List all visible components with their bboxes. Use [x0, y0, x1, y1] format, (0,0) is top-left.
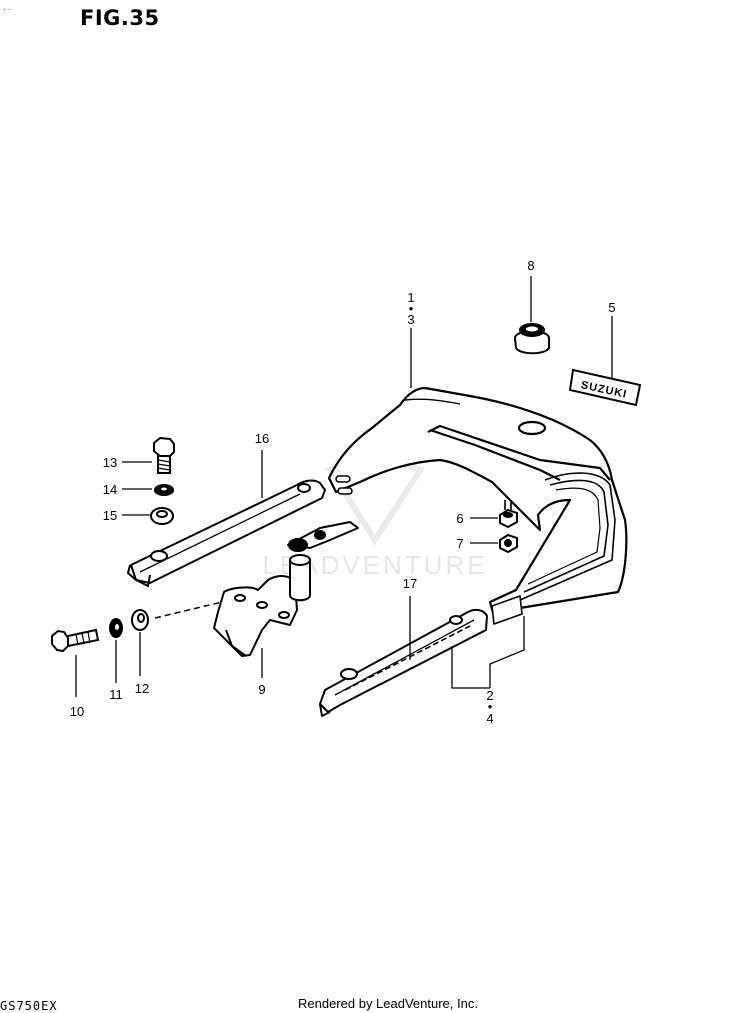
figure-title: FIG.35: [80, 6, 160, 30]
grab-rail[interactable]: [327, 386, 628, 625]
callouts: 1 • 3 2 • 4 5 6 7 8 9 10 11 12 13 14 15 …: [70, 258, 616, 726]
callout-16: 16: [255, 431, 269, 446]
callout-12: 12: [135, 681, 149, 696]
washer-12[interactable]: [131, 609, 149, 631]
callout-8: 8: [527, 258, 534, 273]
callout-11: 11: [109, 687, 123, 702]
bolt-13[interactable]: [153, 436, 175, 474]
callout-4: 4: [486, 711, 493, 726]
grommet[interactable]: [514, 323, 550, 355]
callout-15: 15: [103, 508, 117, 523]
callout-2-4-separator: •: [488, 699, 493, 714]
callout-2: 2: [486, 688, 493, 703]
callout-7: 7: [456, 536, 463, 551]
callout-9: 9: [258, 682, 265, 697]
callout-1: 1: [407, 290, 414, 305]
callout-3: 3: [407, 312, 414, 327]
callout-10: 10: [70, 704, 84, 719]
corner-mark: · ·: [3, 4, 12, 14]
nut-7[interactable]: [499, 533, 518, 554]
footer-credit: Rendered by LeadVenture, Inc.: [298, 996, 478, 1011]
washer-15[interactable]: [150, 507, 174, 525]
callout-6: 6: [456, 511, 463, 526]
leader-lines: [75, 276, 613, 697]
bolt-10[interactable]: [51, 628, 100, 653]
nut-6[interactable]: [499, 500, 518, 529]
callout-13: 13: [103, 455, 117, 470]
callout-14: 14: [103, 482, 117, 497]
footer-model: GS750EX: [0, 999, 58, 1013]
washer-14[interactable]: [154, 484, 174, 496]
callout-1-3-separator: •: [409, 301, 414, 316]
callout-17: 17: [403, 576, 417, 591]
bracket-left[interactable]: [127, 479, 326, 587]
bracket-right[interactable]: [319, 608, 488, 717]
assembly-line: [154, 601, 223, 619]
emblem[interactable]: SUZUKI: [568, 368, 642, 407]
lock-bracket[interactable]: [213, 521, 359, 657]
callout-5: 5: [608, 300, 615, 315]
washer-11[interactable]: [109, 618, 123, 638]
